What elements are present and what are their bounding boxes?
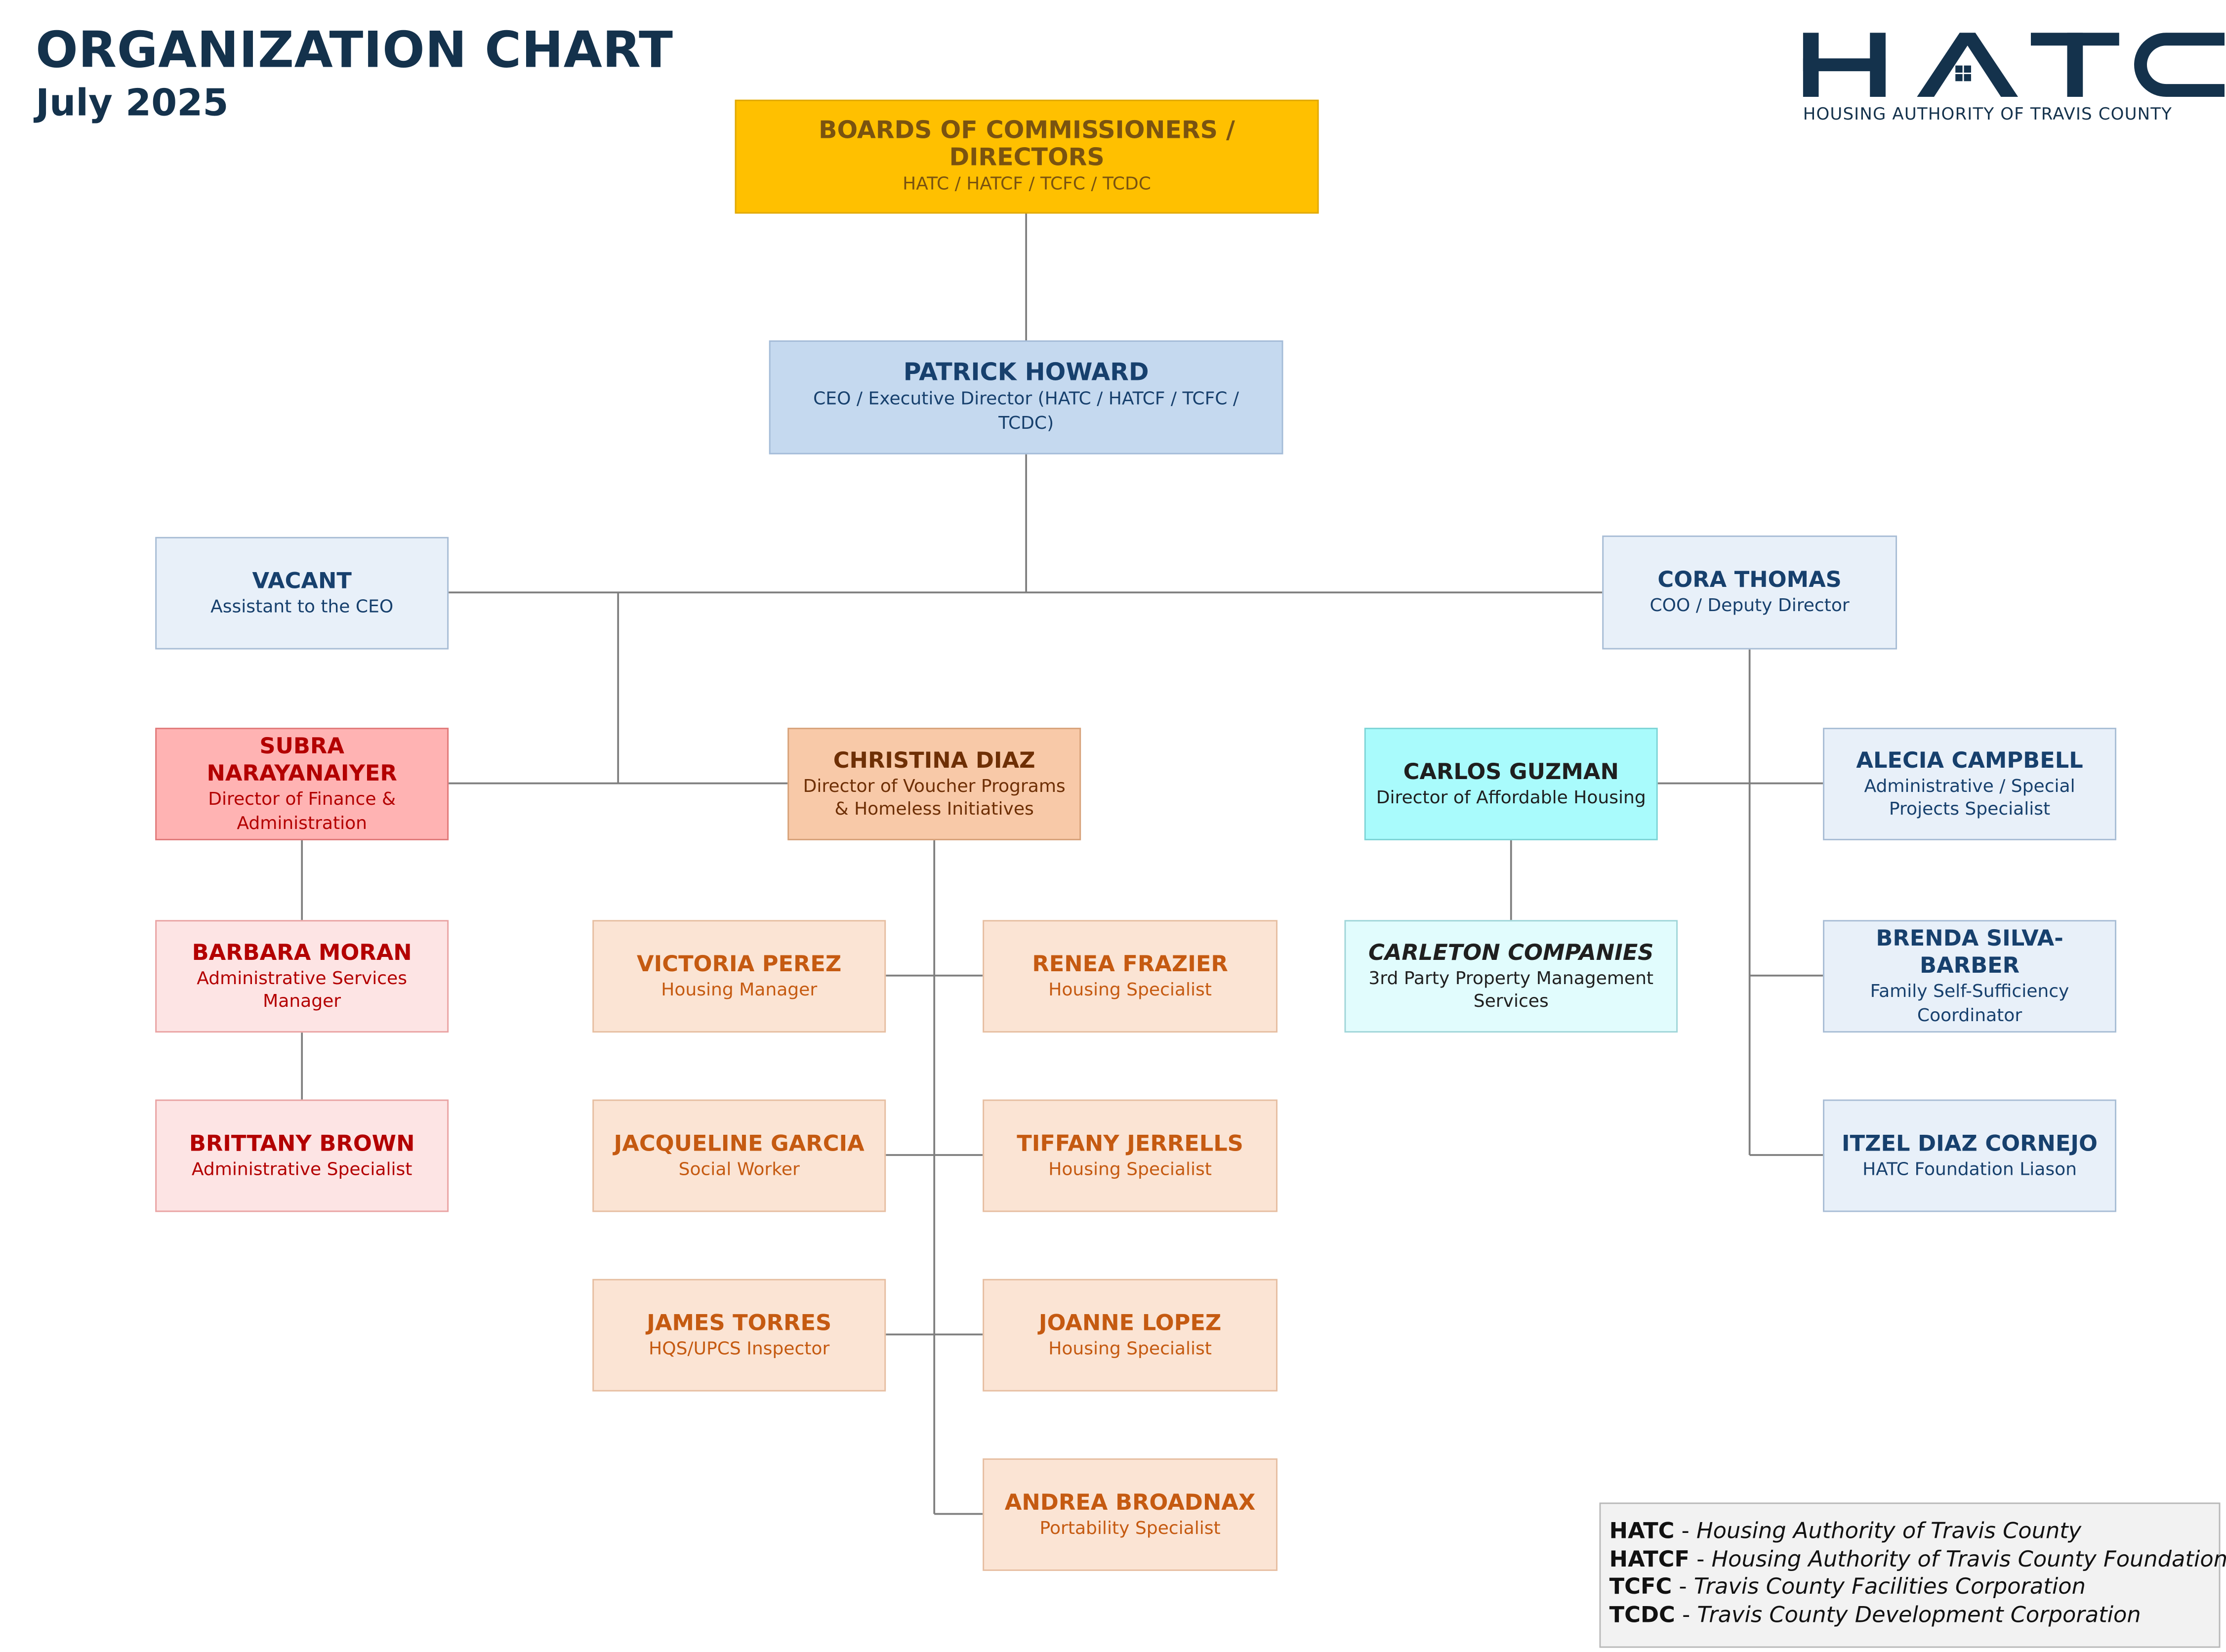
legend-separator: - — [1674, 1518, 1697, 1544]
node-role: HQS/UPCS Inspector — [649, 1337, 830, 1359]
node-role: Social Worker — [678, 1157, 800, 1179]
node-fss-coordinator: BRENDA SILVA-BARBER Family Self-Sufficie… — [1823, 920, 2116, 1033]
node-portability-specialist: ANDREA BROADNAX Portability Specialist — [983, 1458, 1278, 1571]
legend-definition: Housing Authority of Travis County — [1696, 1518, 2082, 1544]
node-admin-services-manager: BARBARA MORAN Administrative Services Ma… — [155, 920, 449, 1033]
legend-separator: - — [1675, 1602, 1697, 1628]
node-finance-director: SUBRA NARAYANAIYER Director of Finance &… — [155, 728, 449, 840]
node-role: Administrative Specialist — [191, 1157, 412, 1179]
node-name: BARBARA MORAN — [192, 939, 412, 965]
node-special-projects: ALECIA CAMPBELL Administrative / Special… — [1823, 728, 2116, 840]
node-name: BOARDS OF COMMISSIONERS / DIRECTORS — [819, 116, 1235, 172]
node-coo: CORA THOMAS COO / Deputy Director — [1602, 535, 1897, 650]
page-date: July 2025 — [36, 83, 229, 125]
node-foundation-liaison: ITZEL DIAZ CORNEJO HATC Foundation Liaso… — [1823, 1099, 2116, 1212]
node-name: ANDREA BROADNAX — [1004, 1489, 1256, 1515]
node-role: Housing Specialist — [1048, 1157, 1212, 1179]
node-housing-specialist-1: RENEA FRAZIER Housing Specialist — [983, 920, 1278, 1033]
acronym-legend: HATC - Housing Authority of Travis Count… — [1599, 1502, 2226, 1648]
legend-row: HATC - Housing Authority of Travis Count… — [1609, 1518, 2219, 1546]
node-role: Director of Voucher Programs & Homeless … — [803, 774, 1066, 819]
node-inspector: JAMES TORRES HQS/UPCS Inspector — [592, 1279, 886, 1392]
legend-row: TCFC - Travis County Facilities Corporat… — [1609, 1574, 2219, 1603]
node-affordable-director: CARLOS GUZMAN Director of Affordable Hou… — [1364, 728, 1658, 840]
legend-definition: Travis County Facilities Corporation — [1693, 1574, 2086, 1600]
node-role: Housing Specialist — [1048, 978, 1212, 1000]
node-name: JOANNE LOPEZ — [1038, 1310, 1222, 1336]
node-admin-specialist: BRITTANY BROWN Administrative Specialist — [155, 1099, 449, 1212]
node-name: JACQUELINE GARCIA — [614, 1130, 865, 1156]
node-name: JAMES TORRES — [647, 1310, 832, 1336]
node-name: VICTORIA PEREZ — [637, 951, 842, 977]
legend-row: HATCF - Housing Authority of Travis Coun… — [1609, 1546, 2226, 1574]
node-name: PATRICK HOWARD — [903, 359, 1149, 388]
node-social-worker: JACQUELINE GARCIA Social Worker — [592, 1099, 886, 1212]
node-housing-specialist-2: TIFFANY JERRELLS Housing Specialist — [983, 1099, 1278, 1212]
legend-separator: - — [1690, 1546, 1712, 1572]
legend-definition: Travis County Development Corporation — [1697, 1602, 2141, 1628]
node-housing-manager: VICTORIA PEREZ Housing Manager — [592, 920, 886, 1033]
node-name: VACANT — [252, 568, 352, 594]
node-name: BRITTANY BROWN — [189, 1130, 415, 1156]
node-role: 3rd Party Property Management Services — [1368, 966, 1654, 1011]
legend-abbr: HATC — [1609, 1518, 1675, 1544]
legend-separator: - — [1672, 1574, 1694, 1600]
node-role: Director of Finance & Administration — [208, 787, 396, 833]
node-role: COO / Deputy Director — [1649, 594, 1850, 616]
node-housing-specialist-3: JOANNE LOPEZ Housing Specialist — [983, 1279, 1278, 1392]
logo-tagline: HOUSING AUTHORITY OF TRAVIS COUNTY — [1803, 104, 2173, 124]
node-name: SUBRA NARAYANAIYER — [206, 733, 397, 786]
node-name: ITZEL DIAZ CORNEJO — [1841, 1130, 2098, 1156]
node-role: Director of Affordable Housing — [1376, 785, 1646, 807]
node-role: Family Self-Sufficiency Coordinator — [1870, 980, 2069, 1025]
node-role: CEO / Executive Director (HATC / HATCF /… — [813, 387, 1239, 432]
node-role: Administrative Services Manager — [197, 966, 408, 1011]
node-property-management: CARLETON COMPANIES 3rd Party Property Ma… — [1344, 920, 1678, 1033]
node-name: RENEA FRAZIER — [1032, 951, 1228, 977]
node-role: Housing Manager — [661, 978, 818, 1000]
node-name: BRENDA SILVA-BARBER — [1876, 925, 2063, 979]
node-name: TIFFANY JERRELLS — [1017, 1130, 1243, 1156]
node-name: CARLETON COMPANIES — [1368, 939, 1654, 965]
node-assistant: VACANT Assistant to the CEO — [155, 537, 449, 650]
node-ceo: PATRICK HOWARD CEO / Executive Director … — [769, 340, 1283, 454]
page-title: ORGANIZATION CHART — [36, 23, 673, 80]
node-name: ALECIA CAMPBELL — [1856, 747, 2083, 773]
node-role: Housing Specialist — [1048, 1337, 1212, 1359]
hatc-logo — [1803, 33, 2225, 97]
node-role: Administrative / Special Projects Specia… — [1864, 774, 2075, 819]
node-role: HATC Foundation Liason — [1862, 1157, 2077, 1179]
legend-abbr: TCFC — [1609, 1574, 1672, 1600]
legend-abbr: HATCF — [1609, 1546, 1690, 1572]
node-role: Portability Specialist — [1039, 1516, 1221, 1538]
node-name: CORA THOMAS — [1657, 567, 1842, 593]
legend-row: TCDC - Travis County Development Corpora… — [1609, 1603, 2219, 1631]
node-role: HATC / HATCF / TCFC / TCDC — [903, 172, 1151, 194]
node-voucher-director: CHRISTINA DIAZ Director of Voucher Progr… — [787, 728, 1081, 840]
legend-abbr: TCDC — [1609, 1602, 1675, 1628]
node-role: Assistant to the CEO — [210, 595, 394, 617]
node-name: CHRISTINA DIAZ — [833, 747, 1035, 773]
node-board: BOARDS OF COMMISSIONERS / DIRECTORS HATC… — [735, 99, 1319, 214]
legend-definition: Housing Authority of Travis County Found… — [1711, 1546, 2226, 1572]
node-name: CARLOS GUZMAN — [1403, 758, 1619, 785]
